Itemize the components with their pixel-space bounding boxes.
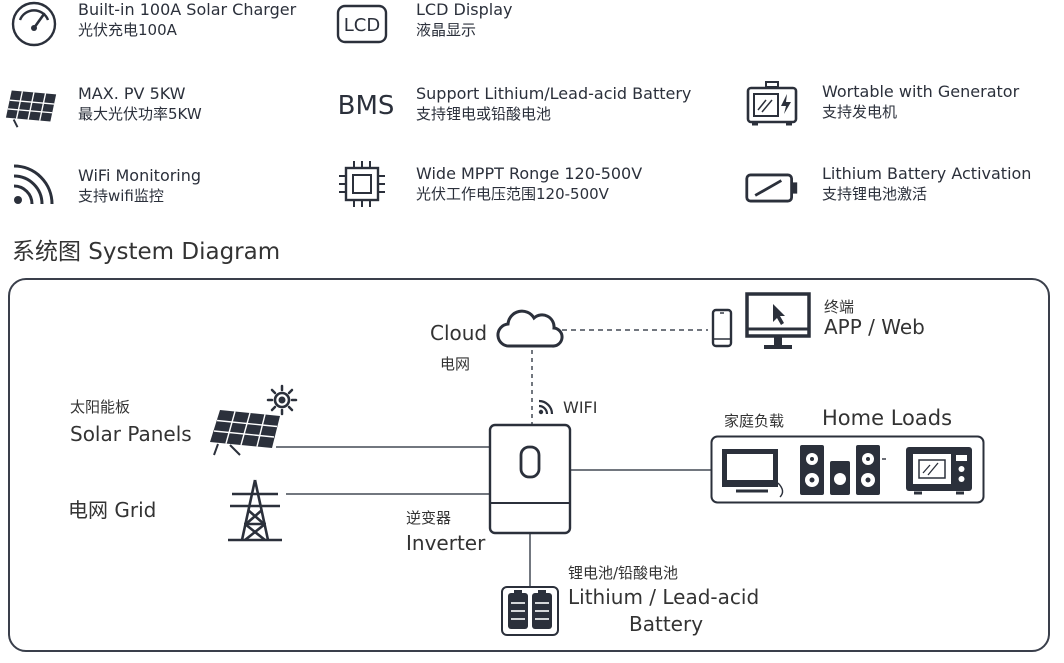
- phone-icon: [711, 308, 733, 348]
- battery-label-en-2: Battery: [629, 612, 704, 636]
- feature-zh: 支持锂电池激活: [822, 185, 928, 203]
- wifi-icon: [4, 162, 60, 210]
- generator-icon: [744, 80, 800, 128]
- solar-panel-diagram-icon: [210, 410, 280, 456]
- inverter-label-en: Inverter: [406, 531, 486, 555]
- feature-en: Built-in 100A Solar Charger: [78, 0, 297, 19]
- system-diagram-frame: [8, 278, 1050, 652]
- feature-zh: 光伏工作电压范围120-500V: [416, 185, 609, 203]
- wifi-signal-icon: [538, 399, 554, 415]
- feature-solar-charger: Built-in 100A Solar Charger 光伏充电100A: [6, 0, 296, 48]
- cloud-icon: [496, 309, 564, 348]
- feature-en: Wortable with Generator: [822, 82, 1020, 101]
- bms-icon: BMS: [337, 91, 395, 121]
- cloud-label-zh: 电网: [440, 355, 471, 373]
- microwave-icon: [906, 447, 972, 495]
- feature-zh: 支持锂电或铅酸电池: [416, 105, 552, 123]
- terminal-label-en: APP / Web: [824, 315, 925, 339]
- battery-label-en-1: Lithium / Lead-acid: [568, 585, 760, 609]
- solar-label-en: Solar Panels: [70, 422, 192, 446]
- feature-en: MAX. PV 5KW: [78, 84, 186, 103]
- wifi-label: WIFI: [563, 398, 598, 417]
- cloud-label-en: Cloud: [430, 321, 488, 345]
- feature-wifi: WiFi Monitoring 支持wifi监控: [4, 162, 201, 210]
- feature-en: Lithium Battery Activation: [822, 164, 1032, 183]
- feature-en: Wide MPPT Ronge 120-500V: [416, 164, 643, 183]
- feature-zh: 光伏充电100A: [78, 21, 177, 39]
- feature-en: Support Lithium/Lead-acid Battery: [416, 84, 692, 103]
- feature-lcd: LCD LCD Display 液晶显示: [334, 0, 512, 48]
- solar-label-zh: 太阳能板: [70, 398, 131, 416]
- battery-label-zh: 锂电池/铅酸电池: [568, 564, 679, 582]
- terminal-label-zh: 终端: [824, 298, 855, 316]
- feature-zh: 最大光伏功率5KW: [78, 105, 202, 123]
- solar-panel-icon: [4, 82, 60, 130]
- inverter-icon: [488, 423, 572, 535]
- section-title: 系统图 System Diagram: [12, 239, 281, 265]
- feature-battery-activation: Lithium Battery Activation 支持锂电池激活: [744, 164, 1031, 212]
- feature-zh: 液晶显示: [416, 21, 477, 39]
- svg-text:LCD: LCD: [344, 15, 380, 36]
- feature-bms: BMS Support Lithium/Lead-acid Battery 支持…: [330, 82, 692, 130]
- grid-label: 电网 Grid: [68, 498, 157, 522]
- feature-en: LCD Display: [416, 0, 513, 19]
- gauge-icon: [6, 0, 62, 48]
- sun-icon: [266, 384, 298, 416]
- feature-mppt: Wide MPPT Ronge 120-500V 光伏工作电压范围120-500…: [334, 160, 642, 208]
- lcd-icon: LCD: [334, 0, 390, 48]
- loads-label-zh: 家庭负载: [724, 412, 785, 430]
- battery-pack-icon: [501, 586, 559, 636]
- home-loads-box: [710, 435, 985, 504]
- feature-zh: 支持wifi监控: [78, 187, 164, 205]
- battery-activation-icon: [744, 164, 800, 212]
- tv-icon: [722, 449, 784, 498]
- loads-label-en: Home Loads: [822, 406, 953, 430]
- power-tower-icon: [228, 479, 282, 542]
- feature-max-pv: MAX. PV 5KW 最大光伏功率5KW: [4, 82, 202, 130]
- inverter-label-zh: 逆变器: [406, 509, 452, 527]
- feature-en: WiFi Monitoring: [78, 166, 202, 185]
- feature-generator: Wortable with Generator 支持发电机: [744, 80, 1019, 128]
- monitor-icon: [745, 292, 811, 349]
- speakers-icon: [800, 445, 886, 495]
- feature-zh: 支持发电机: [822, 103, 898, 121]
- chip-icon: [334, 160, 390, 208]
